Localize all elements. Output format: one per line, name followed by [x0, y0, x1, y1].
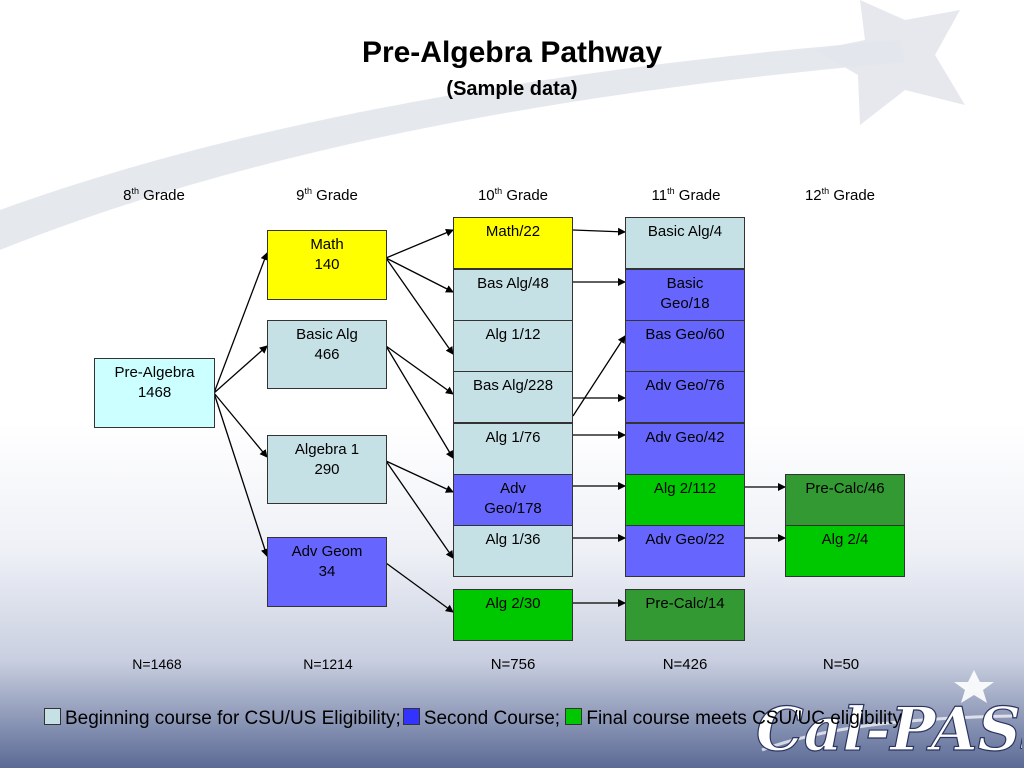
arrow-prealg-math — [213, 252, 269, 394]
node-alg1-36: Alg 1/36 — [453, 525, 573, 577]
node-bas-alg-48: Bas Alg/48 — [453, 269, 573, 321]
arrow-basalg228-basgeo60 — [572, 335, 626, 417]
legend-label-final: Final course meets CSU/UC eligibility — [586, 708, 903, 729]
page-title: Pre-Algebra Pathway — [361, 36, 663, 69]
count-grade-10: N=756 — [490, 656, 536, 673]
arrow-math-alg112 — [385, 257, 454, 355]
page-subtitle: (Sample data) — [446, 78, 578, 100]
node-adv-geo-22: Adv Geo/22 — [625, 525, 745, 577]
legend-swatch-final — [565, 708, 583, 725]
grade-header-8: 8th Grade — [123, 186, 185, 204]
legend-swatch-second — [402, 708, 420, 725]
node-alg1-12: Alg 1/12 — [453, 320, 573, 372]
arrow-basicalg-basalg228 — [385, 345, 454, 395]
node-adv-geo-42: Adv Geo/42 — [625, 423, 745, 475]
node-alg2-30: Alg 2/30 — [453, 589, 573, 641]
node-alg1-76: Alg 1/76 — [453, 423, 573, 475]
grade-header-12: 12th Grade — [804, 186, 876, 204]
node-pre-calc-46: Pre-Calc/46 — [785, 474, 905, 526]
arrow-basicalg-alg176 — [385, 345, 454, 459]
arrow-alg1-advgeo178 — [385, 460, 454, 493]
node-bas-geo-60: Bas Geo/60 — [625, 320, 745, 372]
grade-header-10: 10th Grade — [477, 186, 549, 204]
arrow-prealg-basicalg — [213, 345, 268, 394]
arrow-math-basalg48 — [385, 257, 454, 293]
node-alg2-112: Alg 2/112 — [625, 474, 745, 526]
logo-text: Cal-PASS — [756, 695, 1022, 765]
arrow-math22-basicalg4 — [572, 227, 626, 236]
count-grade-12: N=50 — [822, 656, 860, 673]
count-grade-8: N=1468 — [132, 656, 182, 672]
node-math-22: Math/22 — [453, 217, 573, 269]
grade-header-9: 9th Grade — [296, 186, 358, 204]
arrow-alg1-alg136 — [385, 460, 454, 559]
node-basic-alg-4: Basic Alg/4 — [625, 217, 745, 269]
node-adv-geo-76: Adv Geo/76 — [625, 371, 745, 423]
legend-label-beginning: Beginning course for CSU/US Eligibility; — [65, 708, 401, 729]
arrow-prealg-advgeom — [213, 392, 269, 557]
node-pre-calc-14: Pre-Calc/14 — [625, 589, 745, 641]
grade-header-11: 11th Grade — [651, 186, 721, 204]
count-grade-11: N=426 — [662, 656, 708, 673]
arrow-math-math22 — [385, 229, 454, 259]
count-grade-9: N=1214 — [303, 656, 353, 672]
node-alg2-4: Alg 2/4 — [785, 525, 905, 577]
legend-label-second: Second Course; — [423, 708, 561, 729]
node-bas-alg-228: Bas Alg/228 — [453, 371, 573, 423]
calpass-logo: Cal-PASS — [755, 670, 1022, 766]
legend: Beginning course for CSU/US Eligibility;… — [44, 708, 902, 730]
legend-swatch-beginning — [44, 708, 61, 725]
arrow-prealg-alg1 — [213, 392, 268, 458]
arrow-advgeom-alg230 — [385, 562, 454, 613]
